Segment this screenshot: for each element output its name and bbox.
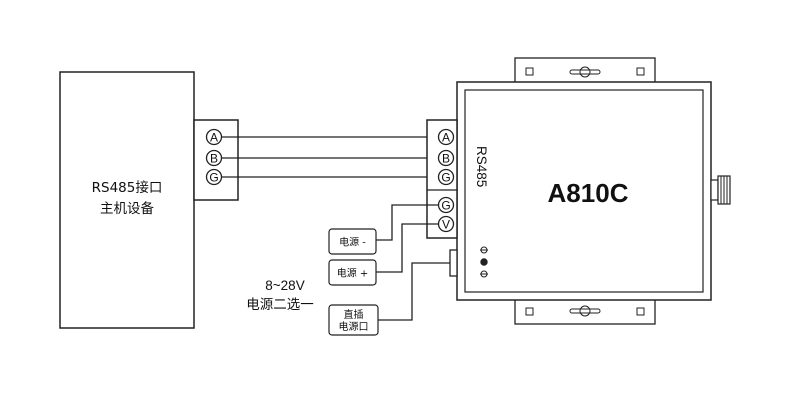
wire-dc-jack bbox=[378, 262, 450, 321]
device-pin-g-label: G bbox=[441, 171, 450, 185]
device-pin-b-circle bbox=[437, 149, 455, 167]
antenna-connector-base bbox=[710, 179, 719, 201]
host-device-label-line1: RS485接口 bbox=[92, 179, 163, 196]
top-screw-left bbox=[525, 67, 534, 76]
top-keyhole bbox=[579, 66, 591, 78]
power-voltage-label: 8~28V bbox=[265, 278, 304, 293]
power-negative-label: 电源 - bbox=[339, 236, 366, 249]
power-positive-box bbox=[328, 259, 377, 286]
device-housing-inner bbox=[464, 89, 704, 293]
host-device-box bbox=[59, 71, 195, 329]
bottom-screw-right bbox=[636, 307, 645, 316]
host-device-label-line2: 主机设备 bbox=[100, 200, 154, 217]
device-pin-a-circle bbox=[437, 128, 455, 146]
host-pin-g-label: G bbox=[209, 171, 218, 185]
device-pin-power-g-label: G bbox=[441, 199, 450, 213]
wire-power-positive bbox=[376, 223, 438, 273]
dc-jack-label-line1: 直插 bbox=[344, 308, 364, 321]
host-pin-a-label: A bbox=[210, 131, 218, 145]
host-pin-b-label: B bbox=[210, 152, 218, 166]
device-pin-power-g-circle bbox=[437, 196, 455, 214]
device-pin-g-circle bbox=[437, 168, 455, 186]
bottom-keyhole bbox=[579, 305, 591, 317]
dc-polarity-symbol-mid bbox=[480, 258, 488, 266]
device-pin-a-label: A bbox=[442, 131, 450, 145]
device-housing-outer bbox=[456, 81, 712, 301]
bottom-screw-left bbox=[525, 307, 534, 316]
top-screw-right bbox=[636, 67, 645, 76]
device-model-label: A810C bbox=[548, 178, 629, 208]
host-pin-b-circle bbox=[205, 149, 223, 167]
wire-power-negative bbox=[376, 204, 438, 241]
device-pin-b-label: B bbox=[442, 152, 450, 166]
device-pin-power-v-circle bbox=[437, 215, 455, 233]
dc-jack-port bbox=[449, 249, 458, 277]
power-positive-label: 电源 + bbox=[337, 267, 369, 280]
bottom-keyhole-slot bbox=[569, 308, 601, 314]
host-pin-g-circle bbox=[205, 168, 223, 186]
top-keyhole-slot bbox=[569, 69, 601, 75]
dc-jack-label-line2: 电源口 bbox=[339, 320, 369, 333]
rs485-port-label: RS485 bbox=[474, 146, 489, 187]
device-pin-power-v-label: V bbox=[442, 218, 450, 232]
power-choice-label: 电源二选一 bbox=[246, 297, 314, 313]
power-negative-box bbox=[328, 228, 377, 255]
host-pin-a-circle bbox=[205, 128, 223, 146]
